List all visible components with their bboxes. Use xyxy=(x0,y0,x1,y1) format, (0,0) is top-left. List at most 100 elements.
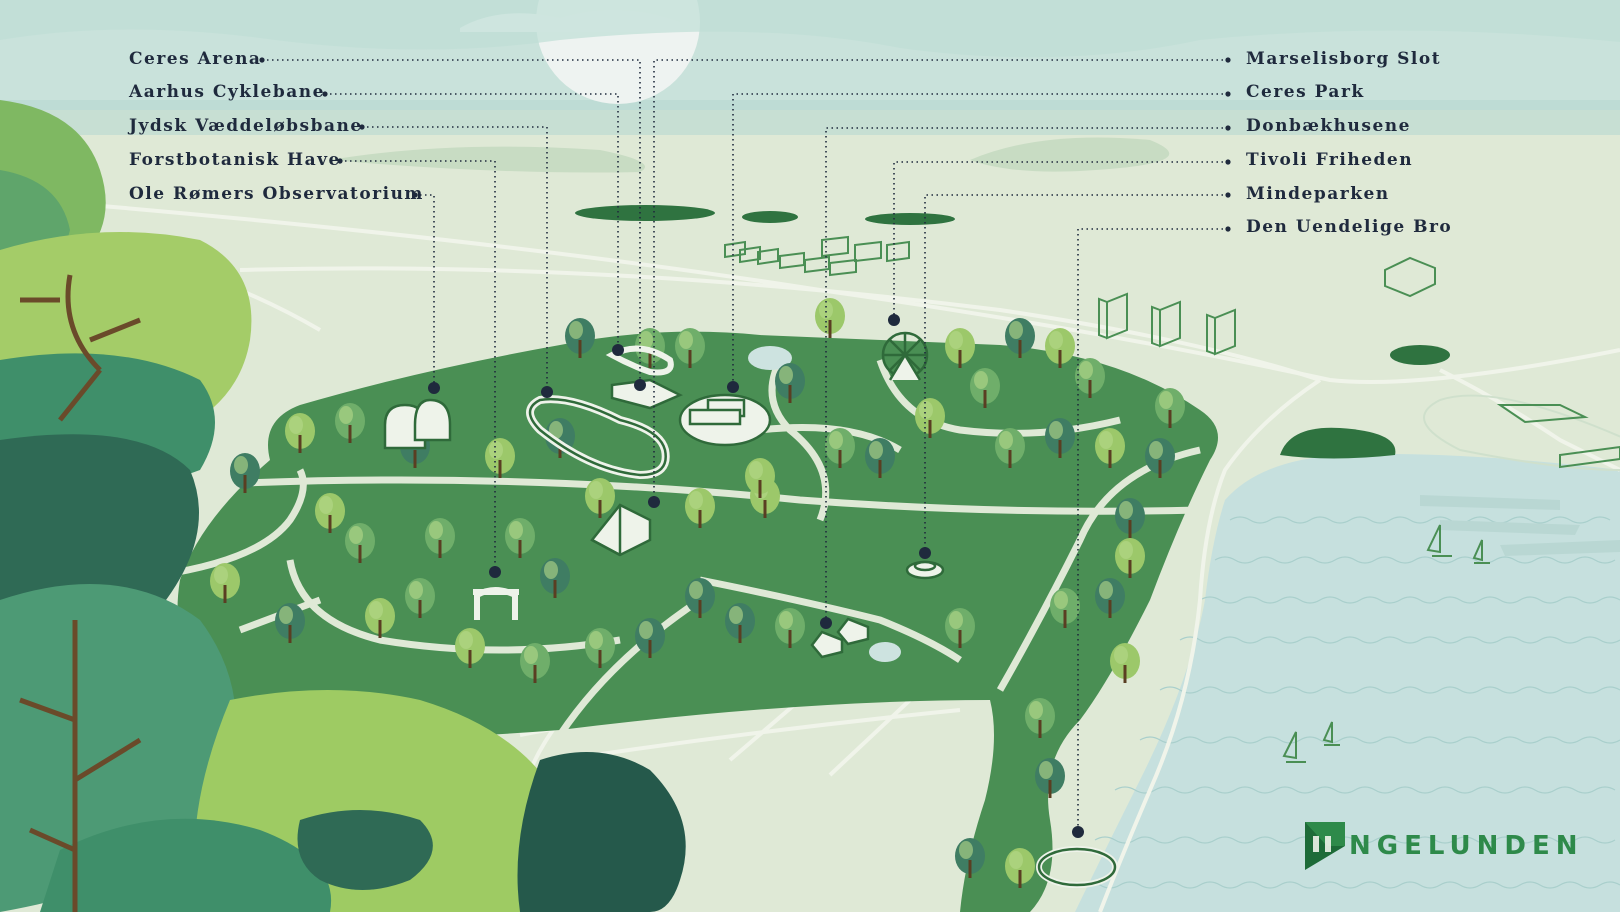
tree-icon xyxy=(315,493,345,533)
observatory-icon xyxy=(383,398,452,450)
tree-icon xyxy=(1115,538,1145,578)
far-hill xyxy=(970,137,1170,172)
leader-start-dot xyxy=(1225,125,1231,131)
label-mindeparken[interactable]: Mindeparken xyxy=(1246,184,1390,204)
logo-text: NGELUNDEN xyxy=(1349,831,1584,861)
leader-line xyxy=(362,126,548,392)
tree-icon xyxy=(970,368,1000,408)
infinite-bridge-outline xyxy=(1037,847,1117,887)
tree-icon xyxy=(725,603,755,643)
leader-line xyxy=(893,161,1228,320)
tree-icon xyxy=(210,563,240,603)
leader-start-dot xyxy=(1225,226,1231,232)
tree-icon xyxy=(1095,428,1125,468)
tree-icon xyxy=(1115,498,1145,538)
houses-icon xyxy=(810,617,870,659)
label-forstbotanisk-have[interactable]: Forstbotanisk Have xyxy=(129,150,341,170)
foreground-foliage xyxy=(0,100,686,912)
tree-icon xyxy=(1145,438,1175,478)
tree-icon xyxy=(825,428,855,468)
location-marker[interactable] xyxy=(888,314,900,326)
harbour-piers xyxy=(1420,495,1620,556)
tree-icon xyxy=(1155,388,1185,428)
tree-icon xyxy=(425,518,455,558)
location-marker[interactable] xyxy=(428,382,440,394)
label-ceres-arena[interactable]: Ceres Arena xyxy=(129,49,262,69)
tree-icon xyxy=(775,363,805,403)
label-tivoli-friheden[interactable]: Tivoli Friheden xyxy=(1246,150,1414,170)
tree-icon xyxy=(285,413,315,453)
leader-lines xyxy=(262,59,1228,832)
leader-line xyxy=(340,160,496,572)
location-marker[interactable] xyxy=(1072,826,1084,838)
tree-icon xyxy=(865,438,895,478)
tree-icon xyxy=(775,608,805,648)
tree-icon xyxy=(1050,588,1080,628)
location-marker[interactable] xyxy=(919,547,931,559)
tree-icon xyxy=(485,438,515,478)
tree-icon xyxy=(945,608,975,648)
landmarks xyxy=(383,331,1118,888)
tree-icon xyxy=(505,518,535,558)
leader-start-dot xyxy=(337,158,343,164)
leader-line xyxy=(732,93,1228,387)
tree-icon xyxy=(1095,578,1125,618)
tree-icon xyxy=(1025,698,1055,738)
logo-mark-icon xyxy=(1305,822,1345,870)
label-aarhus-cyklebane[interactable]: Aarhus Cyklebane xyxy=(129,82,325,102)
leader-start-dot xyxy=(1225,91,1231,97)
tree-icon xyxy=(405,578,435,618)
label-den-uendelige-bro[interactable]: Den Uendelige Bro xyxy=(1246,217,1453,237)
tree-icon xyxy=(1005,848,1035,888)
leader-start-dot xyxy=(359,124,365,130)
label-donbaekhusene[interactable]: Donbækhusene xyxy=(1246,116,1411,136)
tree-icon xyxy=(675,328,705,368)
location-marker[interactable] xyxy=(489,566,501,578)
leader-line xyxy=(1077,228,1228,832)
location-marker[interactable] xyxy=(541,386,553,398)
tree-icon xyxy=(585,478,615,518)
city-blocks xyxy=(724,235,1620,469)
sailboats xyxy=(1282,524,1490,763)
tree-icon xyxy=(565,318,595,358)
location-marker[interactable] xyxy=(648,496,660,508)
leader-start-dot xyxy=(259,57,265,63)
tree-icon xyxy=(815,298,845,338)
tree-icon xyxy=(1035,758,1065,798)
tree-icon xyxy=(1075,358,1105,398)
location-marker[interactable] xyxy=(612,344,624,356)
leader-start-dot xyxy=(1225,57,1231,63)
tree-icon xyxy=(955,838,985,878)
tree-icon xyxy=(1045,418,1075,458)
leader-start-dot xyxy=(412,192,418,198)
tree-icon xyxy=(365,598,395,638)
tree-icon xyxy=(635,618,665,658)
gate-icon xyxy=(473,587,519,620)
leader-line xyxy=(653,59,1228,502)
label-jydsk-vaeddelobsbane[interactable]: Jydsk Væddeløbsbane xyxy=(129,116,363,136)
leader-start-dot xyxy=(1225,159,1231,165)
label-ceres-park[interactable]: Ceres Park xyxy=(1246,82,1365,102)
label-ole-romers-observatorium[interactable]: Ole Rømers Observatorium xyxy=(129,184,424,204)
leader-start-dot xyxy=(1225,192,1231,198)
leader-line xyxy=(415,194,435,388)
label-marselisborg-slot[interactable]: Marselisborg Slot xyxy=(1246,49,1442,69)
location-marker[interactable] xyxy=(634,379,646,391)
velodrome-icon xyxy=(605,345,674,376)
tree-icon xyxy=(995,428,1025,468)
water-waves xyxy=(1079,516,1620,889)
ring-road xyxy=(1423,394,1620,471)
cloud-band xyxy=(0,0,1620,58)
tree-icon xyxy=(685,488,715,528)
location-marker[interactable] xyxy=(727,381,739,393)
trees xyxy=(210,298,1185,888)
logo: NGELUNDEN xyxy=(1305,822,1583,870)
racetrack-icon xyxy=(526,395,670,480)
location-marker[interactable] xyxy=(820,617,832,629)
far-hill xyxy=(330,146,645,173)
leader-dots xyxy=(259,57,1231,838)
tree-icon xyxy=(540,558,570,598)
tree-icon xyxy=(520,643,550,683)
memorial-icon xyxy=(905,560,945,580)
